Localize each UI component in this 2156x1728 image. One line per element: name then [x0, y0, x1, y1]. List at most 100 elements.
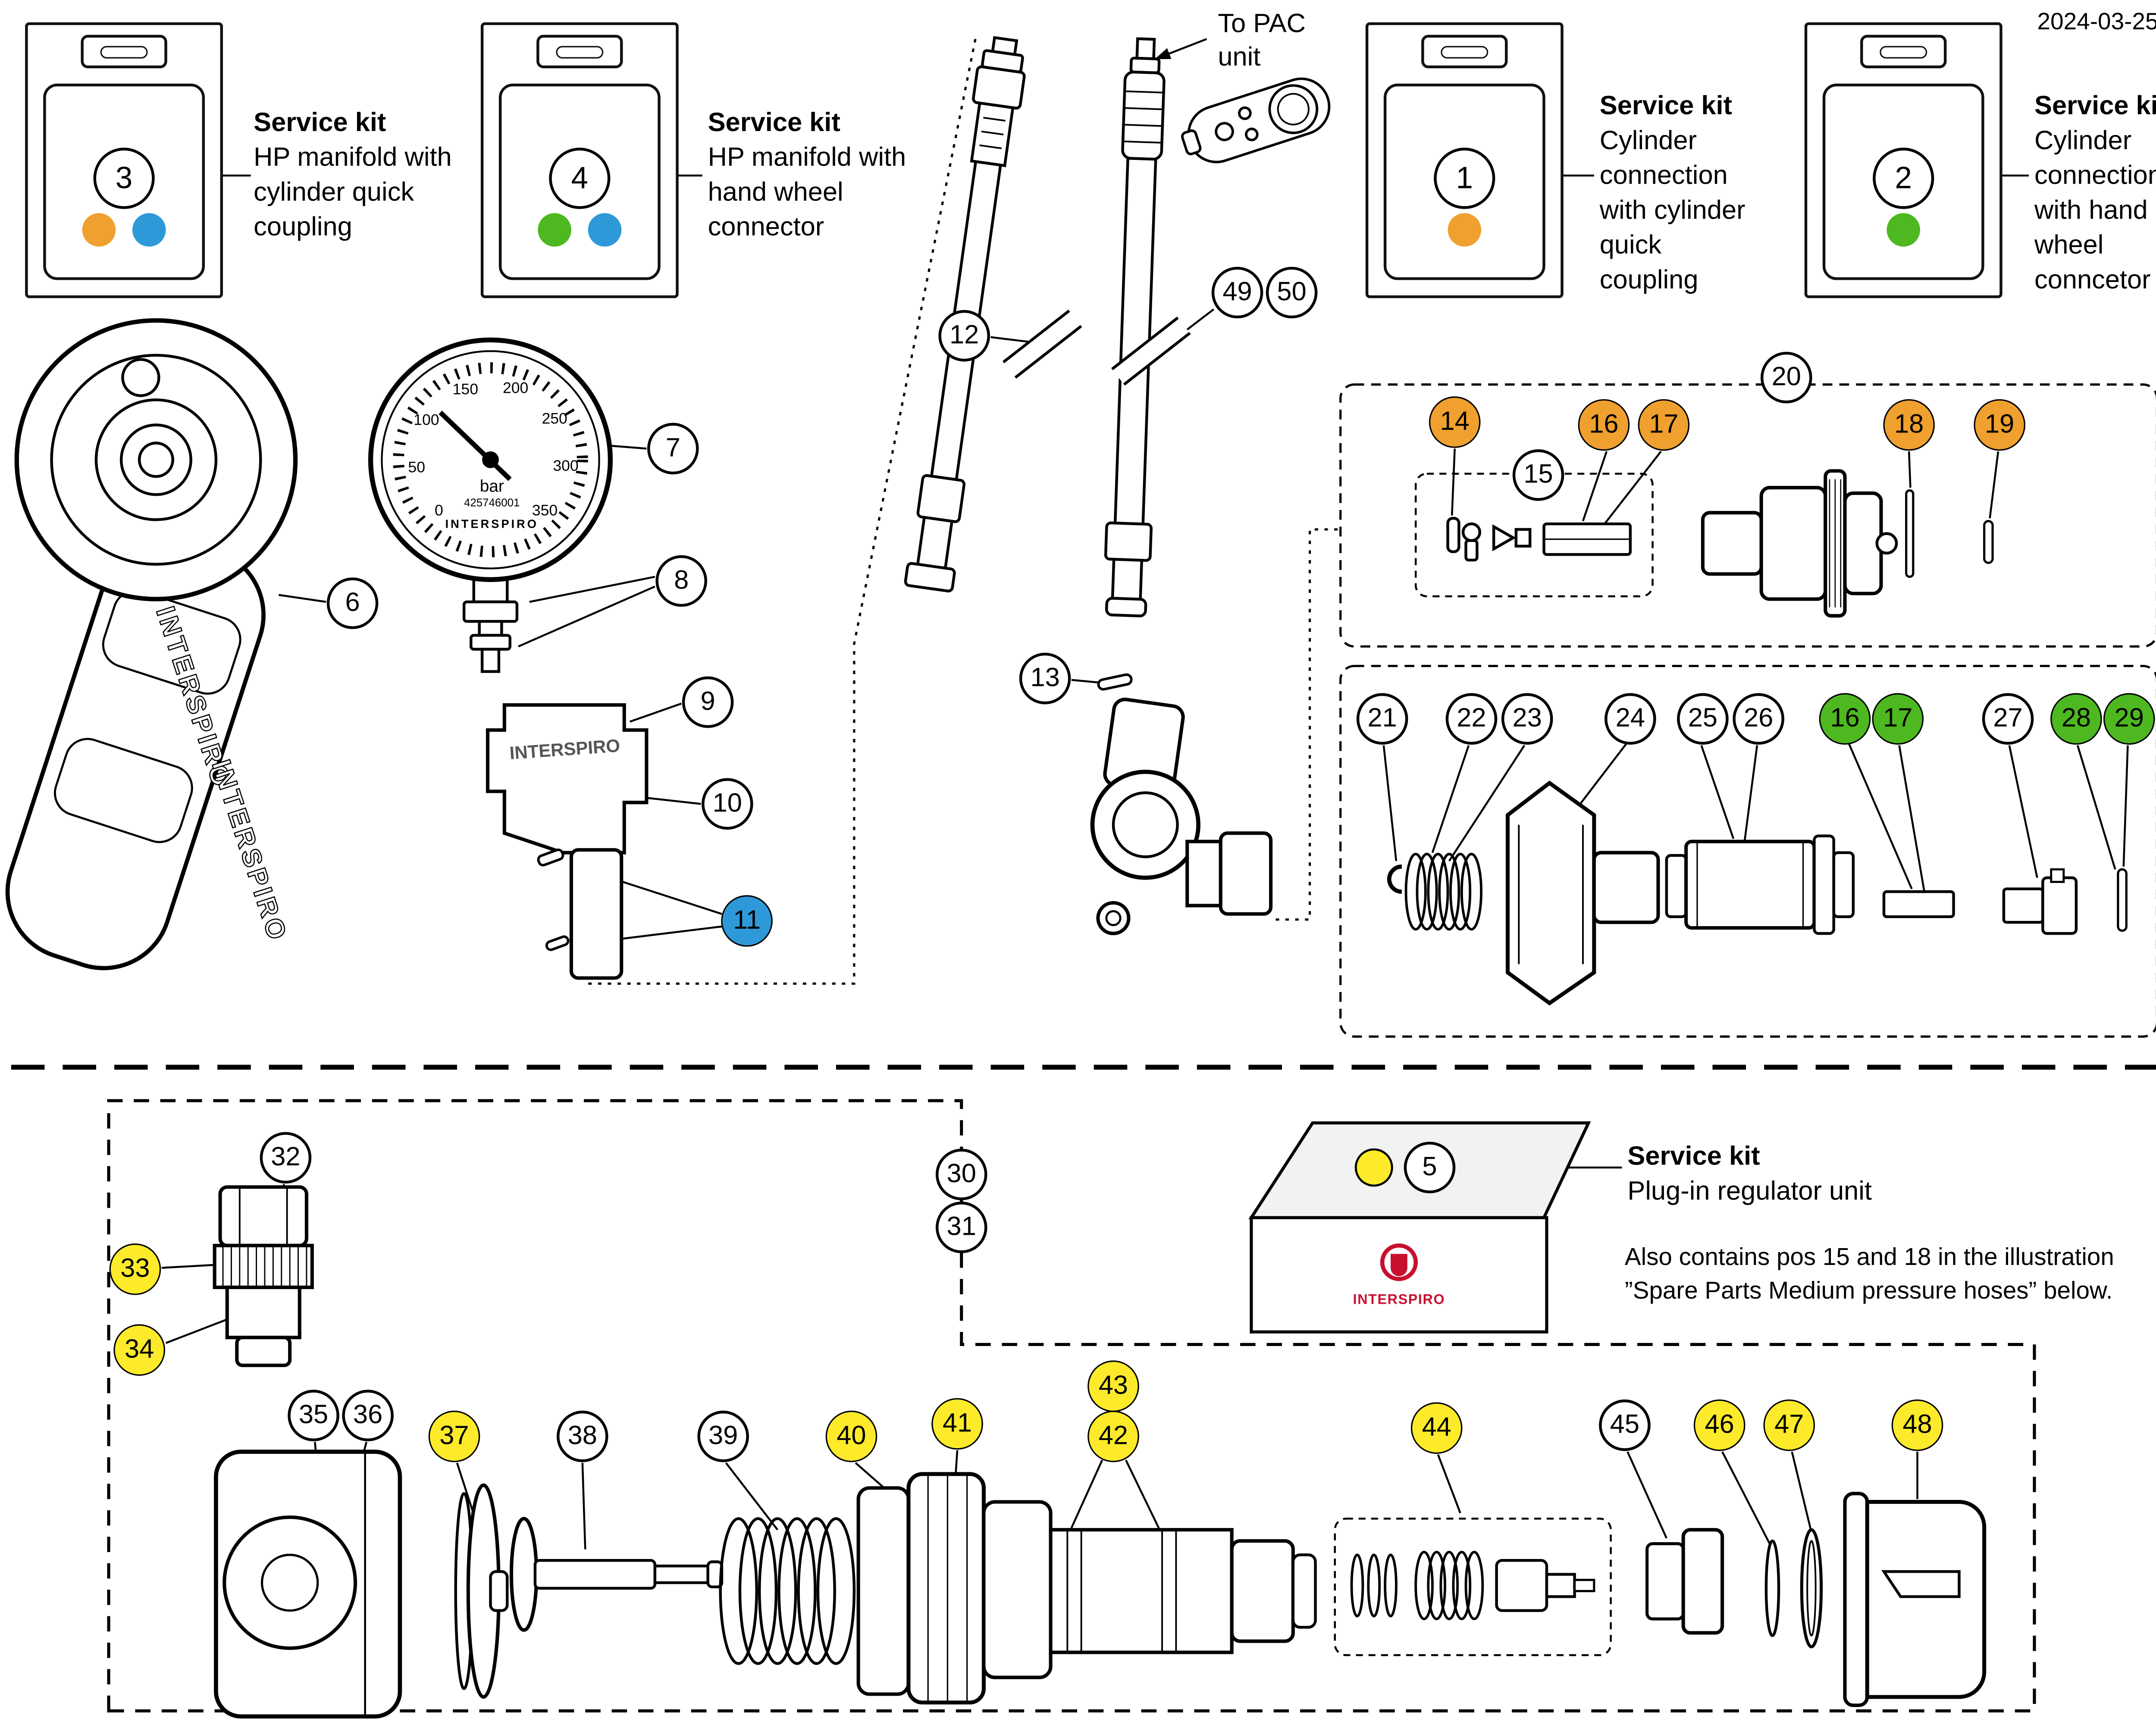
callout-43: 43 — [1087, 1360, 1139, 1412]
yellow-dot — [1354, 1148, 1393, 1187]
part-13-pin — [1097, 673, 1133, 691]
gauge-tick-150: 150 — [452, 382, 478, 399]
group-box-regulator-unit — [107, 1099, 2036, 1712]
callout-14: 14 — [1429, 396, 1481, 448]
callout-11: 11 — [721, 895, 773, 947]
pressure-gauge-drawing — [368, 337, 613, 673]
part-48-cap — [1843, 1492, 1987, 1707]
coupling-32-34-drawing — [213, 1185, 314, 1367]
kit-description: Cylinder connection with cylinder quick … — [1599, 127, 1745, 296]
kit-description: HP manifold with hand wheel connector — [708, 143, 906, 243]
callout-9: 9 — [682, 676, 734, 728]
gauge-tick-300: 300 — [553, 458, 579, 475]
kit-4-text: Service kit HP manifold with hand wheel … — [708, 106, 924, 245]
service-kit-package-3: 3 — [25, 22, 223, 298]
hose-break-mark-1 — [1002, 310, 1082, 379]
callout-17-cyl: 17 — [1872, 693, 1924, 745]
part-18-pin — [1905, 489, 1915, 578]
callout-5: 5 — [1404, 1142, 1456, 1193]
cylinder-connection-parts-drawing — [1387, 780, 2128, 1006]
group-box-hp-coupling — [1339, 383, 2156, 648]
hang-tab — [1860, 34, 1947, 69]
callout-44: 44 — [1410, 1402, 1463, 1454]
service-kit-package-2: 2 — [1804, 22, 2002, 298]
hang-hole — [1441, 45, 1489, 58]
part-21-clip — [1387, 864, 1402, 894]
callout-38: 38 — [556, 1410, 608, 1462]
part-16-17-block-cyl — [1882, 890, 1955, 918]
kit-title: Service kit — [2034, 92, 2156, 122]
part-35-36-housing — [214, 1449, 402, 1719]
part-19-pin — [1983, 520, 1994, 564]
kit-title: Service kit — [1599, 92, 1733, 122]
gauge-unit-label: bar — [479, 476, 504, 496]
mp-hose-drawing — [1104, 37, 1166, 617]
hang-tab — [81, 34, 167, 69]
part-22-23-spring — [1404, 853, 1482, 931]
callout-16-cyl: 16 — [1819, 693, 1871, 745]
kit-description: Cylinder connection with hand wheel conn… — [2034, 127, 2156, 296]
callout-6: 6 — [326, 577, 379, 629]
part-39-spring — [719, 1517, 856, 1665]
hang-tab — [536, 34, 623, 69]
group-box-44 — [1334, 1518, 1612, 1656]
callout-36: 36 — [342, 1390, 394, 1441]
interspiro-logo-mark — [1380, 1243, 1418, 1281]
callout-30: 30 — [935, 1149, 987, 1200]
regulator-unit-parts-drawing — [214, 1449, 1987, 1719]
kit-number-badge-2: 2 — [1873, 147, 1934, 209]
callout-39: 39 — [697, 1410, 749, 1462]
callout-26: 26 — [1733, 693, 1784, 745]
callout-17-hp: 17 — [1638, 399, 1690, 451]
kit-5-text: Service kit Plug-in regulator unit — [1627, 1139, 2018, 1209]
callout-35: 35 — [288, 1390, 339, 1441]
service-kit-package-1: 1 — [1365, 22, 1564, 298]
kit-dots — [82, 213, 166, 247]
callout-29: 29 — [2103, 693, 2155, 745]
blue-dot — [588, 213, 622, 247]
kit-number-badge-1: 1 — [1434, 147, 1495, 209]
date-label: 2024-03-25 — [2037, 8, 2156, 35]
callout-31: 31 — [935, 1202, 987, 1253]
gauge-serial-number: 425746001 — [464, 497, 520, 510]
callout-13: 13 — [1019, 652, 1071, 704]
hang-hole — [100, 45, 148, 58]
elbow-valve-drawing — [1090, 698, 1273, 936]
regulator-brand-text-2: INTERSPIRO — [206, 756, 293, 946]
kit-dots — [1887, 213, 1921, 247]
callout-22: 22 — [1445, 693, 1498, 745]
kit-dots — [1448, 213, 1482, 247]
package-window: 4 — [498, 83, 661, 280]
callout-18: 18 — [1883, 399, 1935, 451]
kit-number-badge-4: 4 — [549, 147, 611, 209]
green-dot — [1887, 213, 1921, 247]
interspiro-logo-text: INTERSPIRO — [1353, 1292, 1445, 1307]
callout-46: 46 — [1693, 1399, 1745, 1451]
callout-45: 45 — [1599, 1399, 1651, 1451]
callout-49: 49 — [1211, 266, 1263, 319]
part-38-shaft — [509, 1517, 724, 1632]
part-46-disc — [1764, 1539, 1780, 1637]
gauge-brand-text: INTERSPIRO — [445, 517, 539, 531]
package-window: 2 — [1822, 83, 1984, 280]
kit-description: Plug-in regulator unit — [1627, 1177, 1872, 1207]
gauge-tick-250: 250 — [542, 411, 567, 428]
hose-break-mark-2 — [1111, 316, 1191, 386]
blue-dot — [132, 213, 166, 247]
callout-41: 41 — [931, 1398, 983, 1450]
callout-24: 24 — [1604, 693, 1656, 745]
part-47-ring — [1800, 1528, 1823, 1649]
kit-title: Service kit — [1627, 1142, 1760, 1172]
kit-title: Service kit — [708, 109, 840, 138]
package-window: 3 — [43, 83, 205, 280]
kit-2-text: Service kit Cylinder connection with han… — [2034, 89, 2156, 298]
callout-50: 50 — [1266, 266, 1318, 319]
group-box-cylinder-connection — [1339, 665, 2156, 1038]
callout-19: 19 — [1974, 399, 2025, 451]
hp-manifold-drawing: INTERSPIRO — [486, 703, 649, 980]
gauge-tick-200: 200 — [502, 380, 529, 397]
callout-32: 32 — [260, 1132, 312, 1184]
callout-28: 28 — [2050, 693, 2102, 745]
